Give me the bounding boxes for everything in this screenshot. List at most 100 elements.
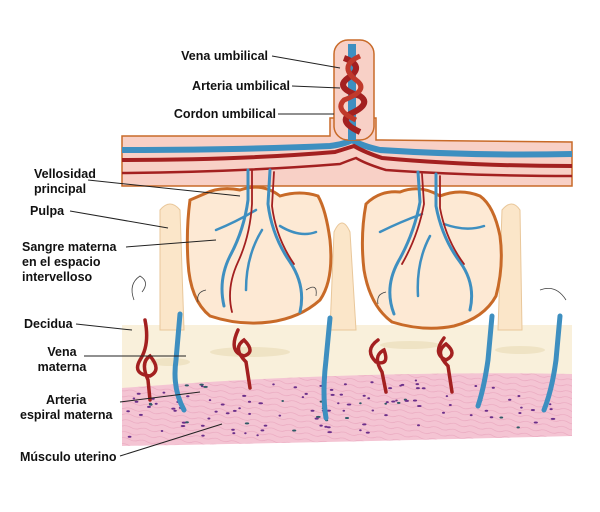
muscle-cell-dot xyxy=(244,422,250,425)
muscle-cell-dot xyxy=(327,431,333,434)
label-arteria-espiral-1: Arteria xyxy=(46,393,87,407)
muscle-cell-dot xyxy=(499,416,504,419)
label-vena-materna-2: materna xyxy=(38,360,88,374)
muscle-cell-dot xyxy=(359,429,362,432)
muscle-cell-dot xyxy=(549,403,552,406)
muscle-cell-dot xyxy=(281,400,285,402)
muscle-cell-dot xyxy=(508,398,512,401)
muscle-cell-dot xyxy=(256,434,259,437)
flow-arrows xyxy=(131,275,567,305)
muscle-cell-dot xyxy=(414,379,418,382)
muscle-cell-dot xyxy=(272,383,275,386)
muscle-cell-dot xyxy=(384,414,388,417)
muscle-cell-dot xyxy=(232,432,236,435)
decidual-septa xyxy=(159,203,523,331)
muscle-cell-dot xyxy=(520,406,523,409)
muscle-cell-dot xyxy=(314,417,319,420)
muscle-cell-dot xyxy=(489,416,494,419)
muscle-cell-dot xyxy=(442,411,445,414)
muscle-cell-dot xyxy=(173,409,177,412)
muscle-cell-dot xyxy=(388,387,393,390)
muscle-cell-dot xyxy=(549,408,553,411)
label-arteria-espiral-2: espiral materna xyxy=(20,408,113,422)
muscle-cell-dot xyxy=(127,435,132,438)
muscle-cell-dot xyxy=(342,409,346,412)
muscle-cell-dot xyxy=(484,409,489,412)
muscle-cell-dot xyxy=(395,399,398,402)
muscle-cell-dots xyxy=(126,379,556,438)
muscle-cell-dot xyxy=(417,405,422,407)
label-decidua: Decidua xyxy=(24,317,74,331)
label-vellosidad-1: Vellosidad xyxy=(34,167,96,181)
muscle-cell-dot xyxy=(181,421,187,424)
muscle-cell-dot xyxy=(518,412,522,414)
muscle-cell-dot xyxy=(180,425,186,427)
muscle-cell-dot xyxy=(326,426,331,429)
muscle-cell-dot xyxy=(247,400,252,403)
muscle-cell-dot xyxy=(242,394,247,397)
muscle-cell-dot xyxy=(232,409,237,412)
muscle-cell-dot xyxy=(260,429,265,432)
muscle-cell-dot xyxy=(148,402,152,405)
label-texts: Vena umbilical Arteria umbilical Cordon … xyxy=(20,49,290,464)
label-musculo-uterino: Músculo uterino xyxy=(20,450,117,464)
muscle-cell-dot xyxy=(417,424,420,427)
muscle-cell-dot xyxy=(310,409,315,412)
muscle-cell-dot xyxy=(293,386,298,389)
muscle-cell-dot xyxy=(154,402,158,405)
villous-tree-left xyxy=(185,185,333,325)
muscle-cell-dot xyxy=(550,417,556,420)
muscle-cell-dot xyxy=(365,431,370,434)
muscle-cell-dot xyxy=(244,432,247,435)
muscle-cell-dot xyxy=(199,383,204,386)
muscle-cell-dot xyxy=(301,396,305,399)
muscle-cell-dot xyxy=(147,405,151,408)
muscle-cell-dot xyxy=(207,417,211,420)
muscle-cell-dot xyxy=(248,412,252,415)
uterine-muscle-layer xyxy=(122,371,572,446)
muscle-cell-dot xyxy=(346,403,352,406)
muscle-cell-dot xyxy=(362,394,366,397)
muscle-cell-dot xyxy=(200,385,204,388)
muscle-cell-dot xyxy=(203,385,208,388)
villous-tree-right xyxy=(360,187,503,330)
muscle-cell-dot xyxy=(516,426,520,429)
muscle-cell-dot xyxy=(238,407,241,410)
muscle-cell-dot xyxy=(421,387,426,390)
label-sangre-1: Sangre materna xyxy=(22,240,118,254)
muscle-cell-dot xyxy=(343,383,347,386)
leader-lines xyxy=(69,55,341,457)
muscle-cell-dot xyxy=(214,410,218,413)
muscle-cell-dot xyxy=(517,395,521,397)
villous-vessels xyxy=(214,168,486,316)
label-pulpa: Pulpa xyxy=(30,204,65,218)
muscle-cell-dot xyxy=(491,386,495,389)
muscle-cell-dot xyxy=(134,400,139,403)
muscle-cell-dot xyxy=(415,383,420,386)
muscle-cell-dot xyxy=(136,392,141,395)
muscle-cell-dot xyxy=(132,397,136,400)
muscle-cell-dot xyxy=(231,428,235,431)
muscle-cell-dot xyxy=(304,392,308,395)
muscle-cell-dot xyxy=(344,417,350,419)
muscle-cell-dot xyxy=(533,421,538,424)
muscle-cell-dot xyxy=(396,401,401,404)
muscle-cell-dot xyxy=(319,424,323,427)
muscle-cell-dot xyxy=(330,393,335,396)
muscle-cell-dot xyxy=(474,385,478,387)
muscle-cell-dot xyxy=(315,415,321,418)
muscle-cell-dot xyxy=(184,384,189,387)
muscle-cell-dot xyxy=(201,434,205,437)
muscle-cell-dot xyxy=(445,395,449,398)
muscle-cell-dot xyxy=(324,425,328,428)
muscle-cell-dot xyxy=(448,404,452,406)
muscle-cell-dot xyxy=(362,423,367,426)
muscle-cell-dot xyxy=(384,402,388,405)
muscle-cell-dot xyxy=(292,429,297,432)
muscle-cell-dot xyxy=(370,381,374,384)
label-vellosidad-2: principal xyxy=(34,182,86,196)
muscle-cell-dot xyxy=(339,393,343,396)
label-cordon-umbilical: Cordon umbilical xyxy=(174,107,276,121)
